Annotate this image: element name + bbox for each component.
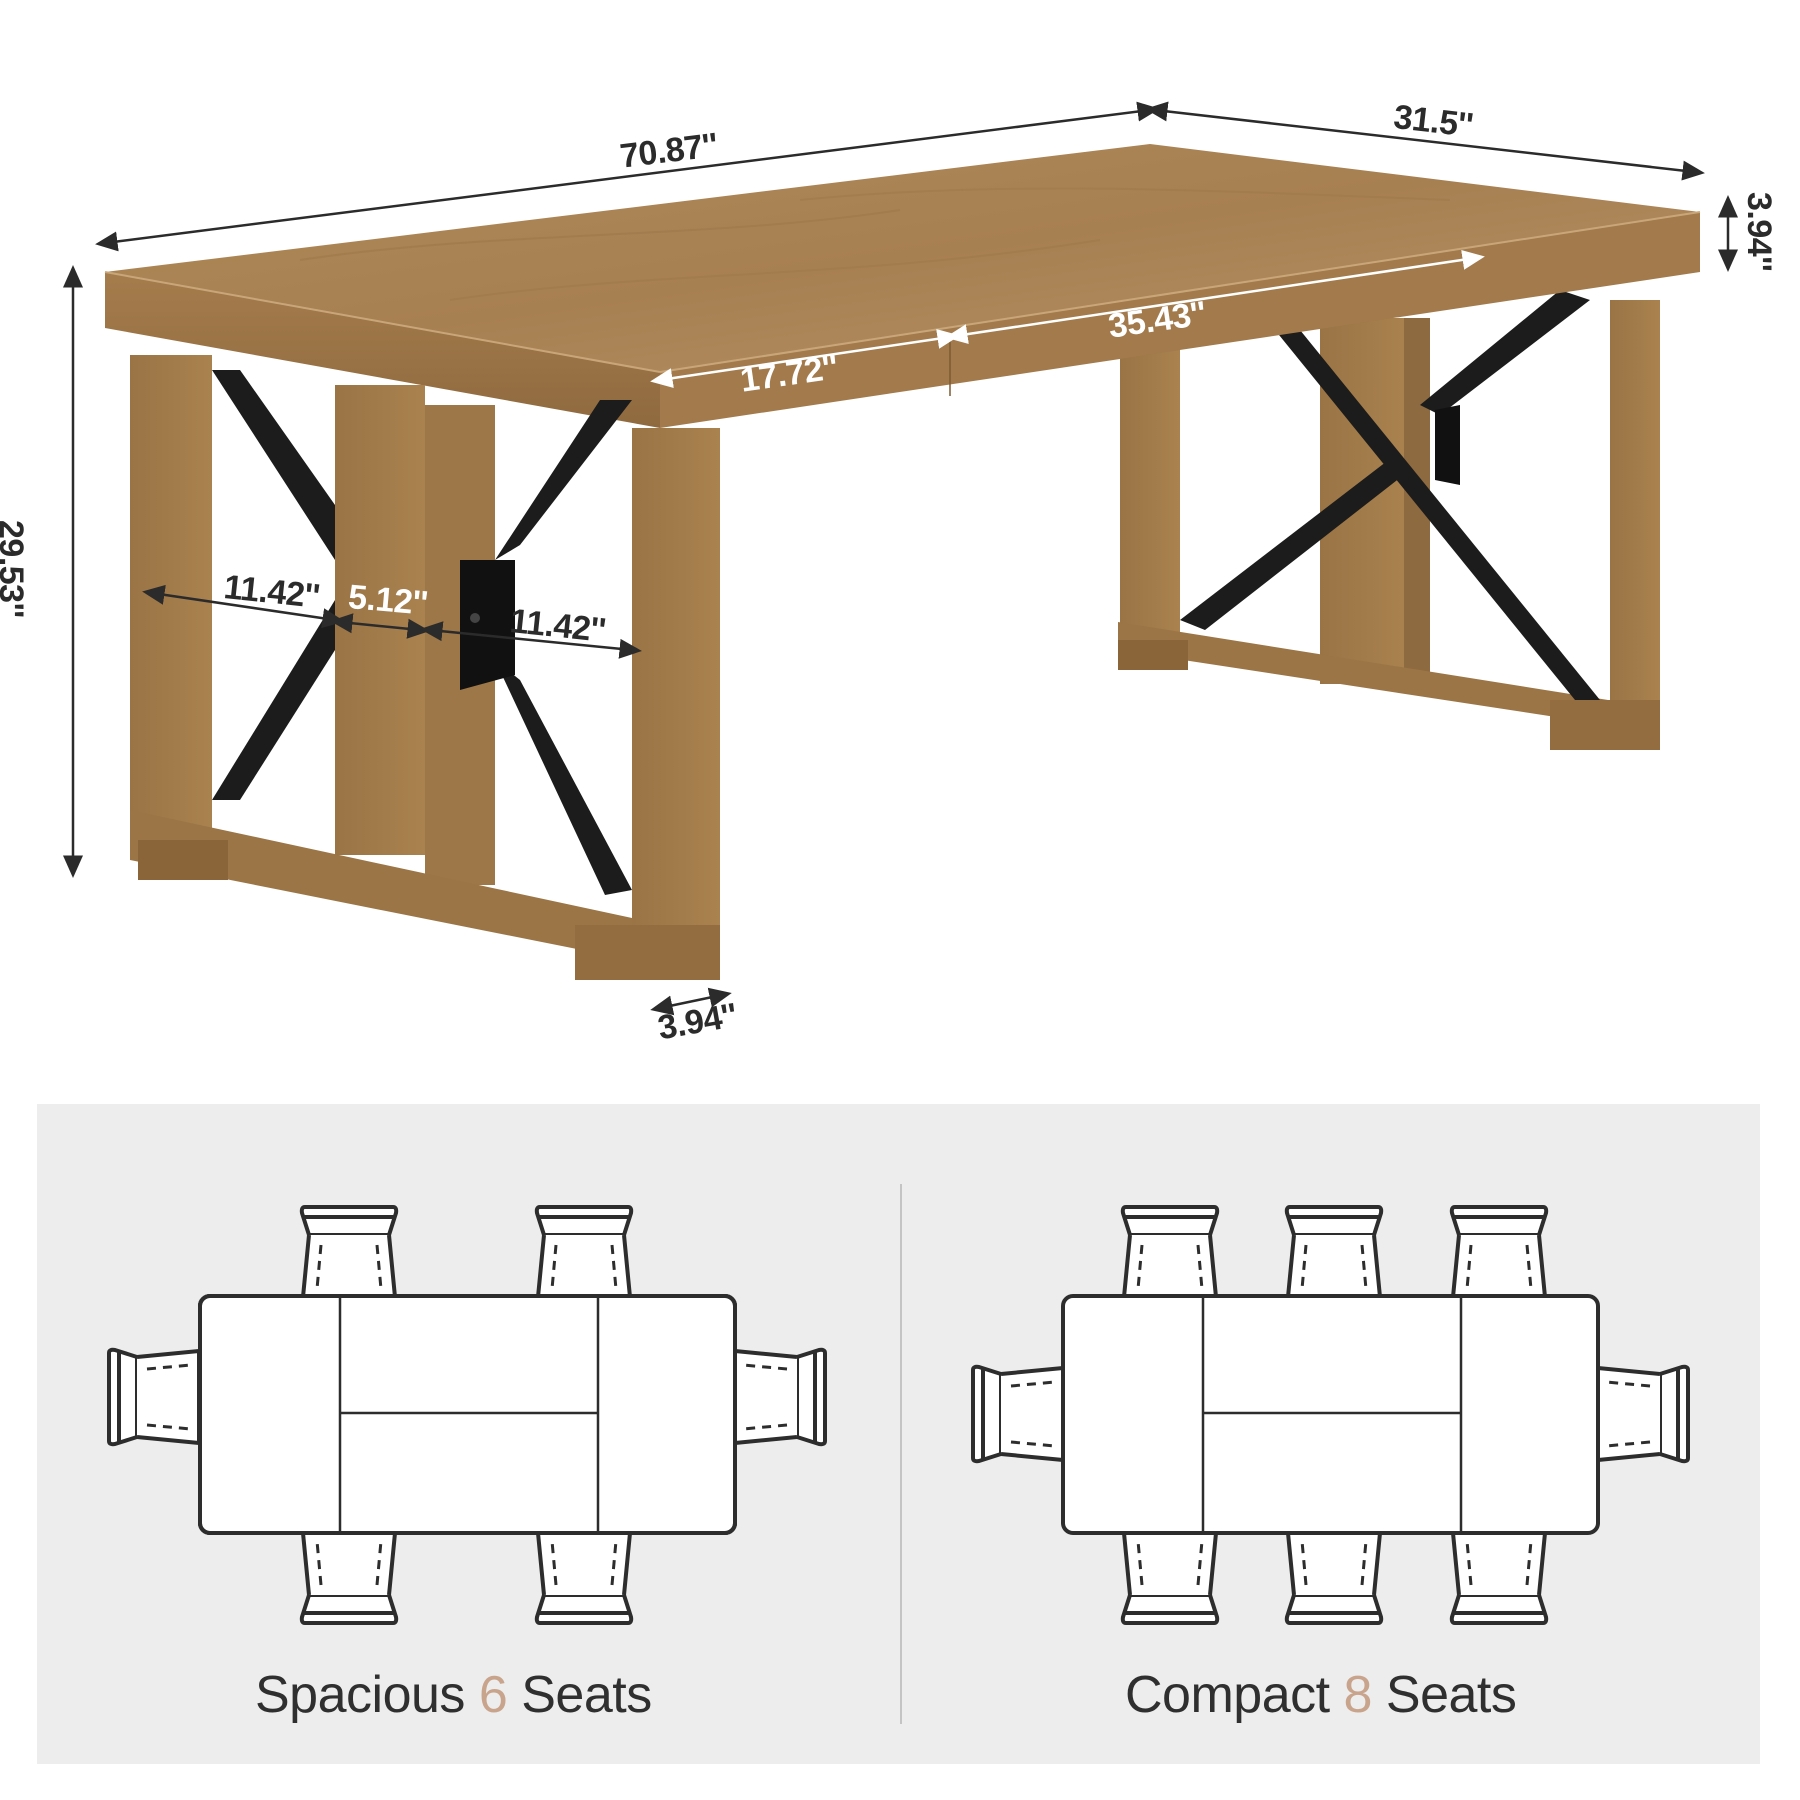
table-illustration — [63, 101, 1738, 1016]
eight-seat-prefix: Compact — [1125, 1666, 1330, 1724]
panel-divider — [900, 1184, 902, 1724]
eight-seat-count: 8 — [1343, 1666, 1373, 1724]
back-leg-frame — [1118, 290, 1660, 750]
six-seat-diagram — [107, 1205, 827, 1625]
eight-seat-diagram — [971, 1205, 1690, 1625]
six-seat-suffix: Seats — [521, 1666, 652, 1724]
dimension-lines — [63, 101, 1738, 1016]
six-seat-count: 6 — [478, 1666, 508, 1724]
eight-seat-suffix: Seats — [1385, 1666, 1517, 1724]
six-seat-prefix: Spacious — [255, 1666, 465, 1724]
eight-seat-caption: Compact 8 Seats — [1125, 1665, 1517, 1725]
six-seat-caption: Spacious 6 Seats — [255, 1665, 652, 1725]
